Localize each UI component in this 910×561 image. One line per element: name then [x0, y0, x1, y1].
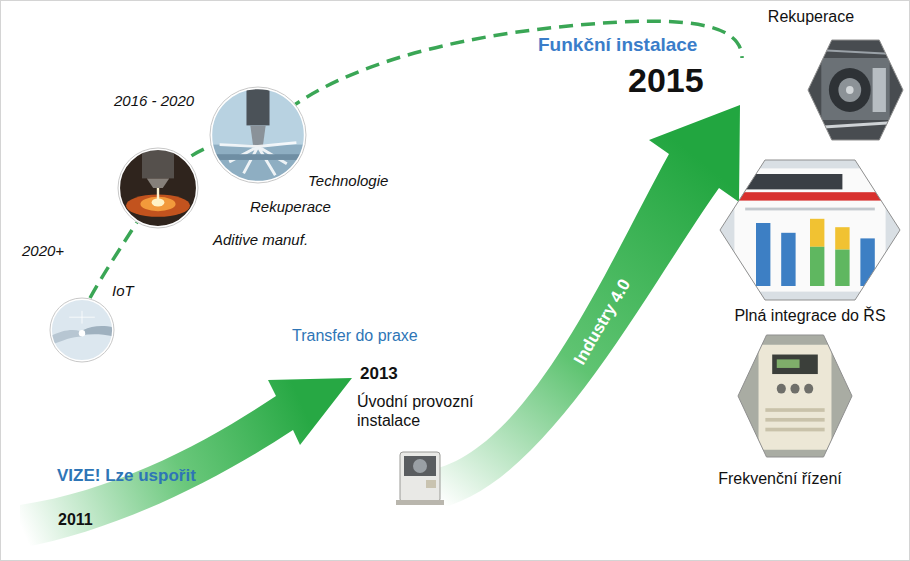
year-label: 2013	[360, 364, 398, 384]
progress-arrow	[430, 105, 740, 510]
vision-label: VIZE! Lze uspořit	[57, 466, 196, 486]
circle-node: Technologie	[210, 87, 306, 183]
milestone-note: Úvodní provozní instalace	[357, 392, 492, 430]
circle-photo	[210, 87, 306, 183]
circle-photo	[118, 148, 198, 228]
circle-node: 2020+IoT	[50, 298, 114, 362]
progress-arrow	[20, 378, 352, 548]
node-caption: Plná integrace do ŘS	[734, 306, 885, 325]
node-caption: Technologie	[308, 172, 388, 190]
node-caption: 2020+	[22, 242, 64, 260]
year-label: 2015	[628, 60, 704, 101]
hexagon-photo	[720, 160, 900, 300]
milestone-label: Transfer do praxe	[292, 326, 418, 345]
roadmap-label: Rekuperace	[250, 198, 331, 216]
node-caption: 2016 - 2020	[114, 92, 194, 110]
node-caption: IoT	[112, 282, 134, 300]
circle-photo	[50, 298, 114, 362]
milestone-label: Funkční instalace	[538, 34, 697, 57]
circle-node: 2016 - 2020Aditive manuf.	[118, 148, 198, 228]
hexagon-photo	[738, 335, 852, 457]
node-caption: Aditive manuf.	[213, 231, 308, 249]
year-label: 2011	[58, 510, 93, 529]
machine-icon	[396, 452, 444, 505]
arrow-label: Industry 4.0	[570, 276, 635, 369]
hexagon-node: Plná integrace do ŘS	[720, 160, 900, 300]
hexagon-photo	[808, 40, 903, 140]
hexagon-node: Rekuperace	[808, 40, 903, 140]
node-caption: Frekvenční řízení	[718, 469, 842, 488]
node-caption: Rekuperace	[768, 7, 854, 26]
hexagon-node: Frekvenční řízení	[738, 335, 852, 457]
